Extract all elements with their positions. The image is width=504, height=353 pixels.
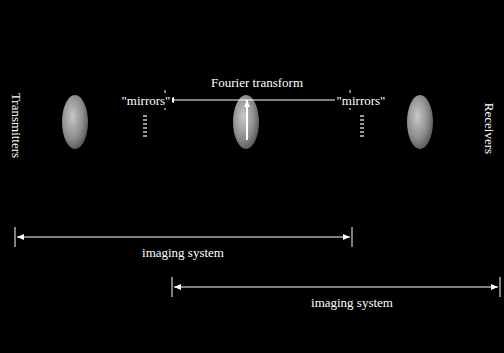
dimension-label: imaging system	[309, 295, 395, 310]
device-label: Transmitters	[10, 90, 25, 159]
component-label: "mirrors"	[335, 93, 388, 108]
dimension-arrows	[15, 90, 500, 297]
object-arrow	[246, 100, 248, 140]
dimension-label: Fourier transform	[209, 75, 305, 90]
dimension-label: imaging system	[140, 245, 226, 260]
lens	[233, 95, 259, 149]
device-label: Receivers	[482, 100, 497, 155]
lens	[407, 95, 433, 149]
component-label: "mirrors"	[120, 93, 173, 108]
mirror	[143, 115, 147, 138]
mirror	[360, 115, 364, 138]
lens	[62, 95, 88, 149]
